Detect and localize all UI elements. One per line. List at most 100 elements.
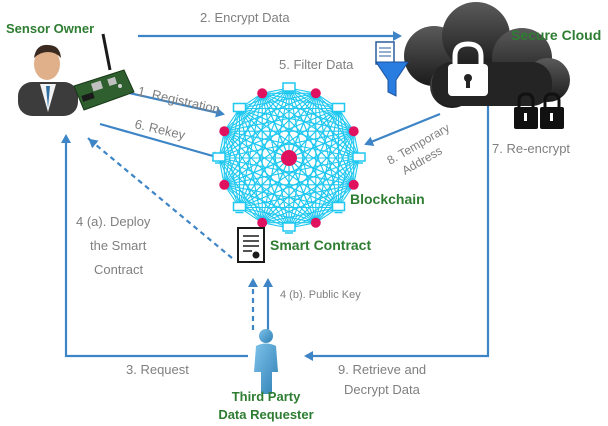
network-link xyxy=(239,157,290,208)
network-link xyxy=(262,206,339,224)
network-link xyxy=(238,108,263,223)
network-link xyxy=(238,93,263,208)
step-3-label: 3. Request xyxy=(126,362,189,377)
network-link xyxy=(288,130,354,159)
arrow-deploy-contract-head xyxy=(87,137,91,141)
network-link xyxy=(288,184,355,229)
network-link xyxy=(315,92,360,159)
computer-node-icon xyxy=(282,82,296,94)
peer-node xyxy=(348,179,359,190)
network-link xyxy=(315,157,360,224)
network-link xyxy=(218,92,263,159)
secure-cloud-label: Secure Cloud xyxy=(511,27,601,43)
network-link xyxy=(218,157,354,186)
sensor-owner-label: Sensor Owner xyxy=(6,21,94,36)
network-link xyxy=(337,108,355,185)
network-link xyxy=(288,157,339,208)
network-link xyxy=(223,131,241,208)
network-link xyxy=(224,157,360,186)
peer-node xyxy=(310,88,321,99)
smart-contract-node: Smart Contract xyxy=(237,227,371,263)
step-4a-label-line1: 4 (a). Deploy xyxy=(76,214,151,229)
blockchain-network: Blockchain xyxy=(212,82,425,234)
computer-node-icon xyxy=(331,102,346,115)
sensor-owner-node: Sensor Owner xyxy=(6,21,135,116)
network-link xyxy=(223,108,241,185)
arrows xyxy=(61,31,490,361)
requester-person-icon xyxy=(254,329,278,394)
network-link xyxy=(224,130,290,159)
network-link xyxy=(239,206,316,224)
third-party-label-line2: Data Requester xyxy=(218,407,313,422)
computer-node-icon xyxy=(232,201,247,214)
computer-node-icon xyxy=(212,152,226,164)
network-link xyxy=(288,87,355,132)
third-party-node: Third Party Data Requester xyxy=(218,329,314,422)
network-link xyxy=(261,108,339,224)
step-5-label: 5. Filter Data xyxy=(279,57,354,72)
network-link xyxy=(239,107,360,159)
peer-node xyxy=(219,179,230,190)
network-link xyxy=(218,157,317,224)
step-9-label-line2: Decrypt Data xyxy=(344,382,421,397)
network-nodes xyxy=(212,82,366,234)
network-link xyxy=(218,130,354,159)
network-link xyxy=(224,157,290,186)
peer-node xyxy=(257,217,268,228)
secure-cloud-node: Secure Cloud xyxy=(404,2,601,129)
network-link xyxy=(224,130,360,159)
network-link xyxy=(223,130,339,208)
peer-node xyxy=(219,126,230,137)
filter-funnel-icon xyxy=(375,41,409,97)
network-link xyxy=(239,108,290,159)
step-4a-label-line3: Contract xyxy=(94,262,144,277)
network-link xyxy=(337,131,355,208)
peer-node xyxy=(310,217,321,228)
computer-node-icon xyxy=(232,102,247,115)
network-link xyxy=(288,93,317,229)
network-link xyxy=(261,87,290,223)
peer-node xyxy=(257,88,268,99)
arrow-deploy-contract xyxy=(88,138,233,259)
step-4b-label: 4 (b). Public Key xyxy=(280,289,361,301)
network-link xyxy=(288,87,317,223)
step-2-label: 2. Encrypt Data xyxy=(200,10,290,25)
network-link xyxy=(223,130,290,229)
arrow-rekey xyxy=(99,122,222,161)
blockchain-label: Blockchain xyxy=(350,191,425,207)
network-link xyxy=(239,130,355,208)
network-link xyxy=(261,92,339,208)
computer-node-icon xyxy=(352,152,366,164)
step-1-label: 1. Registration xyxy=(136,83,221,116)
third-party-label-line1: Third Party xyxy=(232,389,301,404)
network-link xyxy=(261,93,290,159)
person-icon xyxy=(18,44,78,116)
lock-icon xyxy=(448,41,488,96)
network-link xyxy=(239,108,317,224)
network-link xyxy=(239,92,317,208)
network-link xyxy=(261,92,354,132)
smart-contract-label: Smart Contract xyxy=(270,237,371,253)
step-6-label: 6. Rekey xyxy=(133,116,187,142)
arrow-request xyxy=(61,134,248,358)
network-link xyxy=(261,93,290,229)
peer-node xyxy=(348,126,359,137)
network-link xyxy=(288,108,339,159)
computer-node-icon xyxy=(331,201,346,214)
step-9-label-line1: 9. Retrieve and xyxy=(338,362,426,377)
network-link xyxy=(218,157,263,224)
step-7-label: 7. Re-encrypt xyxy=(492,141,570,156)
arrow-registration xyxy=(124,90,225,118)
network-link xyxy=(239,92,316,110)
arrow-temporary-address xyxy=(364,112,441,147)
network-link xyxy=(288,93,317,159)
network-link xyxy=(261,92,355,186)
contract-document-icon xyxy=(237,227,265,263)
network-link xyxy=(223,108,339,186)
network-link xyxy=(223,184,290,229)
network-link xyxy=(261,157,290,223)
network-link xyxy=(223,87,290,132)
arrow-retrieve-decrypt xyxy=(304,96,490,361)
